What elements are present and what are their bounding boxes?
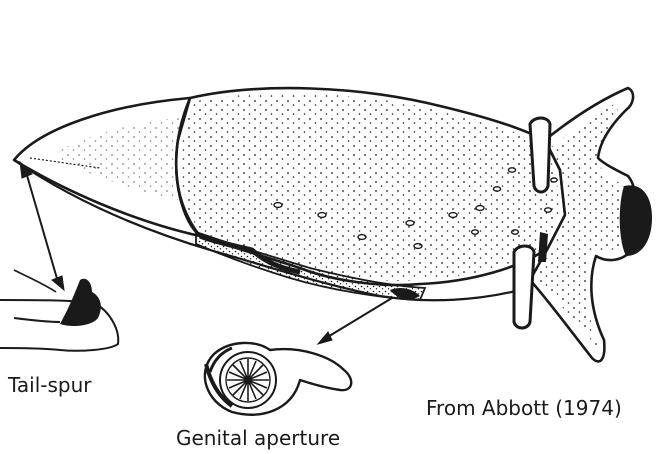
- genital-arrow: [318, 298, 392, 344]
- genital-aperture-inset: [205, 343, 351, 415]
- rhinophore-upper: [530, 118, 550, 192]
- slug-body: [14, 88, 565, 300]
- source-credit: From Abbott (1974): [426, 398, 622, 418]
- tail-spur-label: Tail-spur: [8, 375, 92, 395]
- rhinophore-lower: [514, 246, 534, 328]
- genital-aperture-label: Genital aperture: [176, 428, 340, 448]
